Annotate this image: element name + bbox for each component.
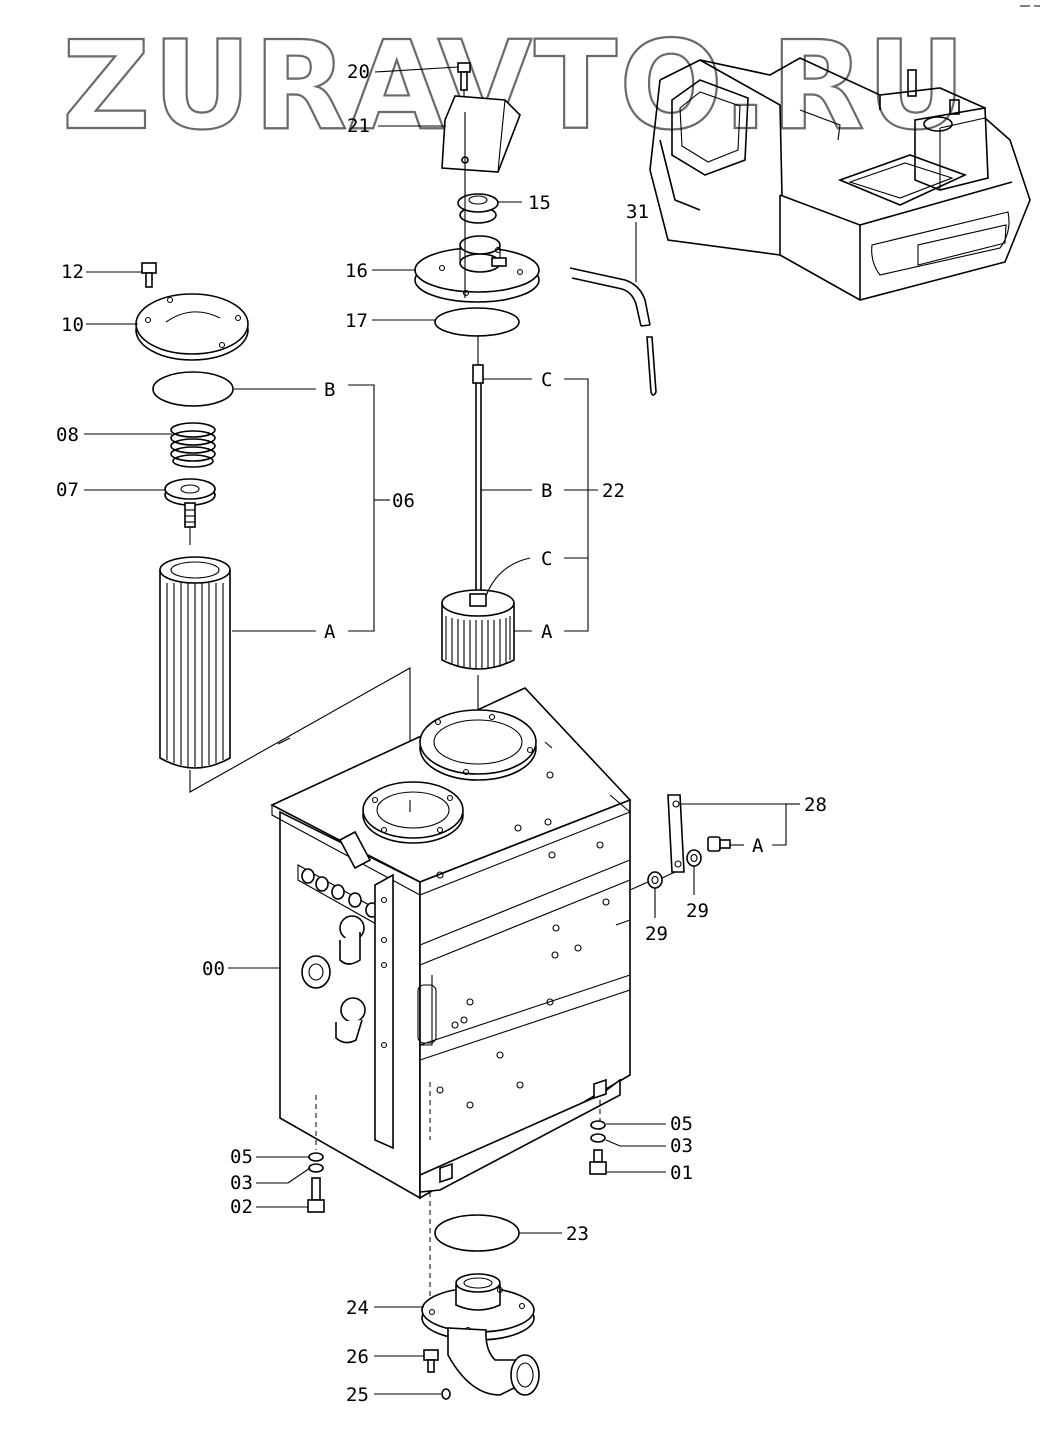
callout-29-right: 29 <box>686 900 709 922</box>
sublabel-strainer-b: B <box>541 480 552 502</box>
sublabel-strainer-a: A <box>541 621 553 643</box>
callout-17: 17 <box>345 310 368 332</box>
washers-05-03-left <box>308 1152 324 1173</box>
washer-25 <box>441 1388 451 1400</box>
leader-lines <box>84 66 800 1395</box>
callout-07: 07 <box>56 479 79 501</box>
sublabel-bracket-a: A <box>752 835 764 857</box>
callout-24: 24 <box>346 1297 369 1319</box>
callout-02: 02 <box>230 1196 253 1218</box>
bolt-28a <box>707 836 731 852</box>
callout-31: 31 <box>626 201 649 223</box>
callout-08: 08 <box>56 424 79 446</box>
callout-00: 00 <box>202 958 225 980</box>
callout-12: 12 <box>61 261 84 283</box>
cap-15 <box>457 193 499 224</box>
bolt-12 <box>141 262 157 288</box>
bolt-02 <box>307 1177 325 1213</box>
callout-05-right: 05 <box>670 1113 693 1135</box>
sublabel-strainer-c1: C <box>541 369 552 391</box>
callout-10: 10 <box>61 314 84 336</box>
callout-22: 22 <box>602 480 625 502</box>
bolt-26 <box>423 1349 439 1373</box>
callout-29-left: 29 <box>645 923 668 945</box>
callout-25: 25 <box>346 1384 369 1406</box>
valve-07 <box>164 478 216 545</box>
callout-23: 23 <box>566 1223 589 1245</box>
o-ring-23 <box>434 1214 520 1252</box>
callout-06: 06 <box>392 490 415 512</box>
hydraulic-tank-00 <box>270 687 632 1200</box>
spring-08 <box>170 422 216 468</box>
strainer-rod <box>472 364 484 598</box>
callout-20: 20 <box>347 61 370 83</box>
bolt-01 <box>589 1149 607 1175</box>
suction-flange-24 <box>421 1273 540 1396</box>
o-ring-b <box>152 371 234 407</box>
callout-16: 16 <box>345 260 368 282</box>
sublabel-filter-a: A <box>324 621 336 643</box>
sublabel-strainer-c2: C <box>541 548 552 570</box>
bracket-28 <box>667 794 685 873</box>
strainer-element <box>441 589 515 750</box>
callout-28: 28 <box>804 794 827 816</box>
callout-03-left: 03 <box>230 1172 253 1194</box>
o-ring-17 <box>434 307 520 337</box>
sublabel-filter-b: B <box>324 379 335 401</box>
cover-plate-21 <box>441 95 521 173</box>
callout-01: 01 <box>670 1162 693 1184</box>
excavator-location-thumbnail <box>649 57 1031 301</box>
washers-05-03-right <box>590 1120 606 1143</box>
hose-31 <box>569 267 657 396</box>
watermark-text: ZURAVTO.RU <box>62 15 968 157</box>
callout-05-left: 05 <box>230 1146 253 1168</box>
callout-labels: 20 21 15 16 17 31 12 10 08 07 06 22 28 2… <box>56 61 827 1406</box>
flange-16 <box>414 235 540 303</box>
cover-10 <box>135 293 249 361</box>
callout-15: 15 <box>528 192 551 214</box>
filter-element-a <box>159 556 411 800</box>
callout-21: 21 <box>347 115 370 137</box>
washer-29 <box>647 849 702 889</box>
callout-26: 26 <box>346 1346 369 1368</box>
callout-03-right: 03 <box>670 1135 693 1157</box>
